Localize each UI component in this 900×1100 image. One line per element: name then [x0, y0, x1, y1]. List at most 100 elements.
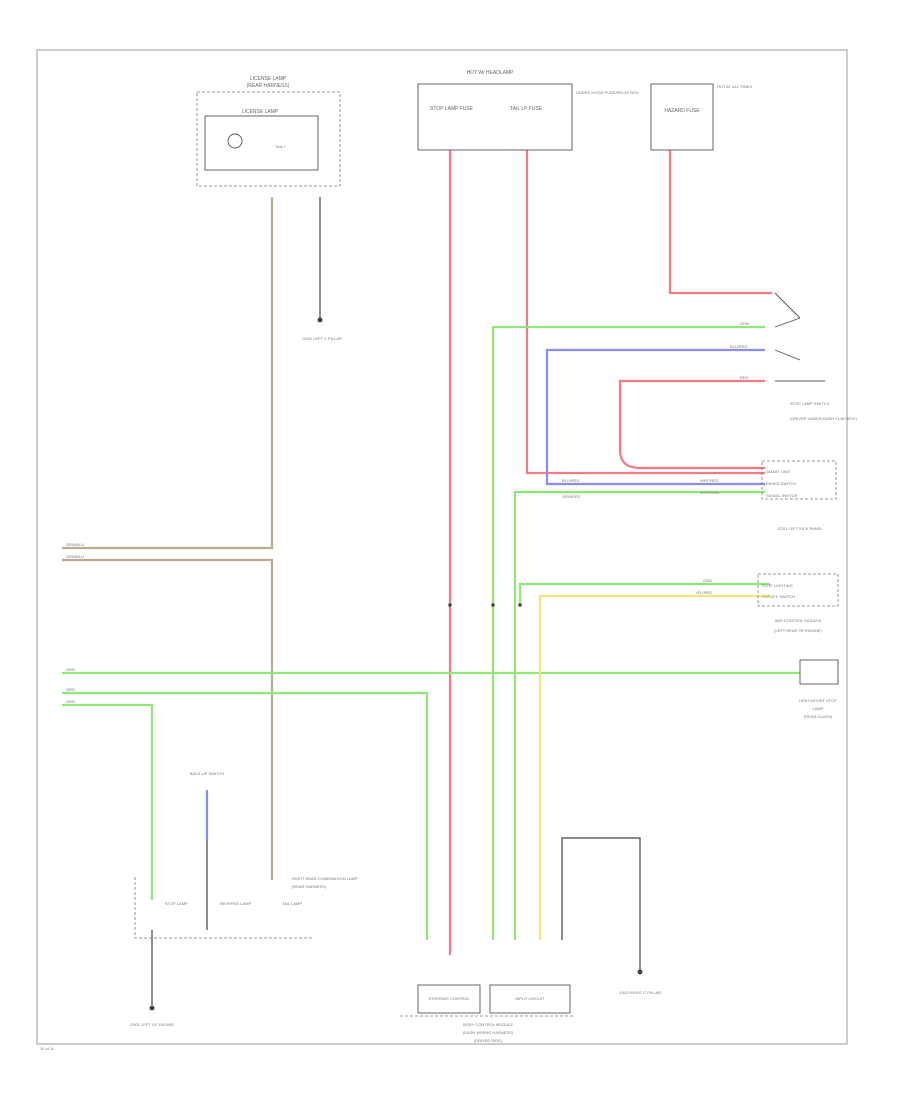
- wire-code-labels: GRN/BLU GRN/BLU BLU/RED RED GRN GRN BLU/…: [66, 321, 749, 704]
- wire-code-label: WHT/RED: [700, 478, 719, 483]
- left-rear-ground-label: G401 LEFT C PILLAR: [302, 336, 342, 341]
- reverse-lamp-label: REVERSE LAMP: [220, 901, 251, 906]
- high-mount-label: HIGH MOUNT STOP: [799, 698, 837, 703]
- license-lamp-sub-label: (REAR HARNESS): [247, 83, 290, 89]
- smart-unit-component: SMART UNIT BRAKE SWITCH SIGNAL SWITCH G2…: [761, 460, 837, 531]
- ecm-group-label: BODY CONTROL MODULE: [463, 1022, 513, 1027]
- wire-code-label: RED: [740, 375, 749, 380]
- cutoff-switch-box: [757, 573, 839, 607]
- ground-symbol-icon: [149, 1005, 155, 1011]
- green-wires: [62, 325, 800, 940]
- body-control-module-component: STEERING CONTROL INPUT CIRCUIT BODY CONT…: [400, 984, 574, 1043]
- fuse-block-note: UNDER-HOOD FUSE/RELAY BOX: [576, 90, 639, 95]
- right-rear-lamp-component: STOP LAMP REVERSE LAMP TAIL LAMP RIGHT R…: [134, 771, 358, 939]
- hazard-fuse-box: [650, 83, 714, 151]
- wire-code-label: BLU/RED: [730, 344, 747, 349]
- license-lamp-pins: TAIL+: [275, 144, 286, 149]
- ecm-b-label: INPUT CIRCUIT: [515, 996, 545, 1001]
- right-rear-sub-label: (REAR HARNESS): [292, 884, 327, 889]
- high-mount-lamp-component: HIGH MOUNT STOP LAMP (REAR GLASS): [799, 659, 839, 719]
- wire-code-label: GRN: [703, 578, 712, 583]
- smart-unit-box: [761, 460, 837, 500]
- brake-ctrl-label: ABS CONTROL MODULE: [775, 618, 822, 623]
- wire-blu-switch: [545, 348, 765, 486]
- high-mount-b-label: LAMP: [813, 706, 824, 711]
- page-number: 10 of 11: [40, 1046, 55, 1051]
- stop-switch-note: (DRIVER UNDER-DASH FUSE BOX): [790, 416, 858, 421]
- fuse-left-b-label: TAIL LP FUSE: [510, 106, 543, 112]
- wire-tan-right-rear: [62, 558, 274, 880]
- splice: [448, 603, 452, 607]
- wire-code-label: WHT/GRN: [700, 490, 719, 495]
- ecm-b-box: [489, 984, 571, 1014]
- wire-code-label: GRN: [66, 699, 75, 704]
- smart-unit-label: SMART UNIT: [766, 469, 791, 474]
- ecm-group-c-label: (DRIVER SIDE): [474, 1038, 503, 1043]
- stop-lamp-label: STOP LAMP: [165, 901, 188, 906]
- brake-ctrl-b-label: (LEFT REAR OF ENGINE): [774, 628, 822, 633]
- stop-lamp-switch-component: STOP LAMP SWITCH (DRIVER UNDER-DASH FUSE…: [774, 292, 858, 421]
- fuse-right-note: HOT AT ALL TIMES: [717, 84, 752, 89]
- smart-unit-c-label: SIGNAL SWITCH: [766, 493, 798, 498]
- stop-lamp-sw-label: STOP LIGHTING: [762, 583, 793, 588]
- black-wires: [151, 197, 641, 1005]
- lamp-bulb-icon: [227, 133, 243, 149]
- left-ground-label: G201 LEFT KICK PANEL: [778, 526, 824, 531]
- ecm-group-b-label: (DASH WIRING HARNESS): [463, 1030, 514, 1035]
- splice: [518, 603, 522, 607]
- wire-code-label: BLU/RED: [562, 478, 579, 483]
- hazard-fuse-component: HAZARD FUSE HOT AT ALL TIMES: [650, 83, 752, 151]
- wire-code-label: GRN/BLU: [66, 542, 84, 547]
- right-rear-label: RIGHT REAR COMBINATION LAMP: [292, 876, 358, 881]
- fuse-block-label: HOT W/ HEADLAMP: [467, 70, 515, 76]
- wire-red-fuse-mid: [525, 150, 765, 475]
- wire-yel-cutoff: [538, 594, 770, 940]
- stop-switch-label: STOP LAMP SWITCH: [790, 401, 830, 406]
- wire-code-label: GRN: [740, 321, 749, 326]
- license-lamp-box: [204, 115, 319, 171]
- wire-grn-stop-switch: [491, 325, 765, 940]
- splices: [448, 603, 522, 607]
- splice: [491, 603, 495, 607]
- high-mount-c-label: (REAR GLASS): [804, 714, 833, 719]
- wire-grn-stop-lamp: [62, 703, 154, 900]
- ground-symbol-icon: [637, 969, 643, 975]
- diagram-frame: [36, 49, 848, 1045]
- wire-code-label: GRN/BLU: [66, 554, 84, 559]
- ecm-a-box: [417, 984, 481, 1014]
- bottom-grounds: G402 RIGHT C PILLAR G501 LEFT OF ENGINE: [130, 969, 661, 1027]
- wire-tan-license-down: [62, 197, 274, 550]
- ecm-a-label: STEERING CONTROL: [428, 996, 470, 1001]
- fuse-block-box: [417, 83, 573, 151]
- license-lamp-label: LICENSE LAMP: [242, 109, 279, 115]
- switch-contacts: [774, 292, 825, 382]
- tail-lamp-label: TAIL LAMP: [282, 901, 302, 906]
- wire-code-label: GRN/RED: [562, 494, 581, 499]
- tan-wires: [62, 197, 274, 880]
- cutoff-switch-component: STOP LIGHTING CUTOFF SWITCH ABS CONTROL …: [757, 573, 839, 633]
- fuse-block-component: STOP LAMP FUSE TAIL LP FUSE HOT W/ HEADL…: [417, 70, 639, 151]
- right-rear-lamp-outline: [134, 876, 312, 939]
- license-lamp-group-label: LICENSE LAMP: [250, 76, 287, 82]
- wire-grn-smart-unit: [513, 490, 765, 940]
- high-mount-box: [799, 659, 839, 685]
- yellow-wires: [538, 594, 770, 940]
- wire-code-label: YEL/RED: [695, 590, 712, 595]
- wire-grn-stop-light: [518, 582, 770, 605]
- bottom-ground-label: G501 LEFT OF ENGINE: [130, 1022, 174, 1027]
- fuse-right-label: HAZARD FUSE: [664, 108, 700, 114]
- wire-code-label: GRN: [66, 687, 75, 692]
- license-lamp-outline: [196, 91, 341, 187]
- wire-blk-bottom-ground: [561, 837, 641, 970]
- wire-red-stop-switch: [618, 379, 765, 470]
- fuse-left-a-label: STOP LAMP FUSE: [430, 106, 474, 112]
- blue-wires: [205, 348, 765, 840]
- wire-code-label: GRN: [66, 667, 75, 672]
- right-ground-label: G402 RIGHT C PILLAR: [619, 990, 661, 995]
- red-wires: [448, 150, 772, 955]
- smart-unit-b-label: BRAKE SWITCH: [766, 481, 797, 486]
- ground-dot: [317, 317, 323, 323]
- ground-symbol-icon: G401 LEFT C PILLAR: [302, 317, 342, 341]
- license-lamp-component: LICENSE LAMP (REAR HARNESS) LICENSE LAMP…: [196, 76, 341, 187]
